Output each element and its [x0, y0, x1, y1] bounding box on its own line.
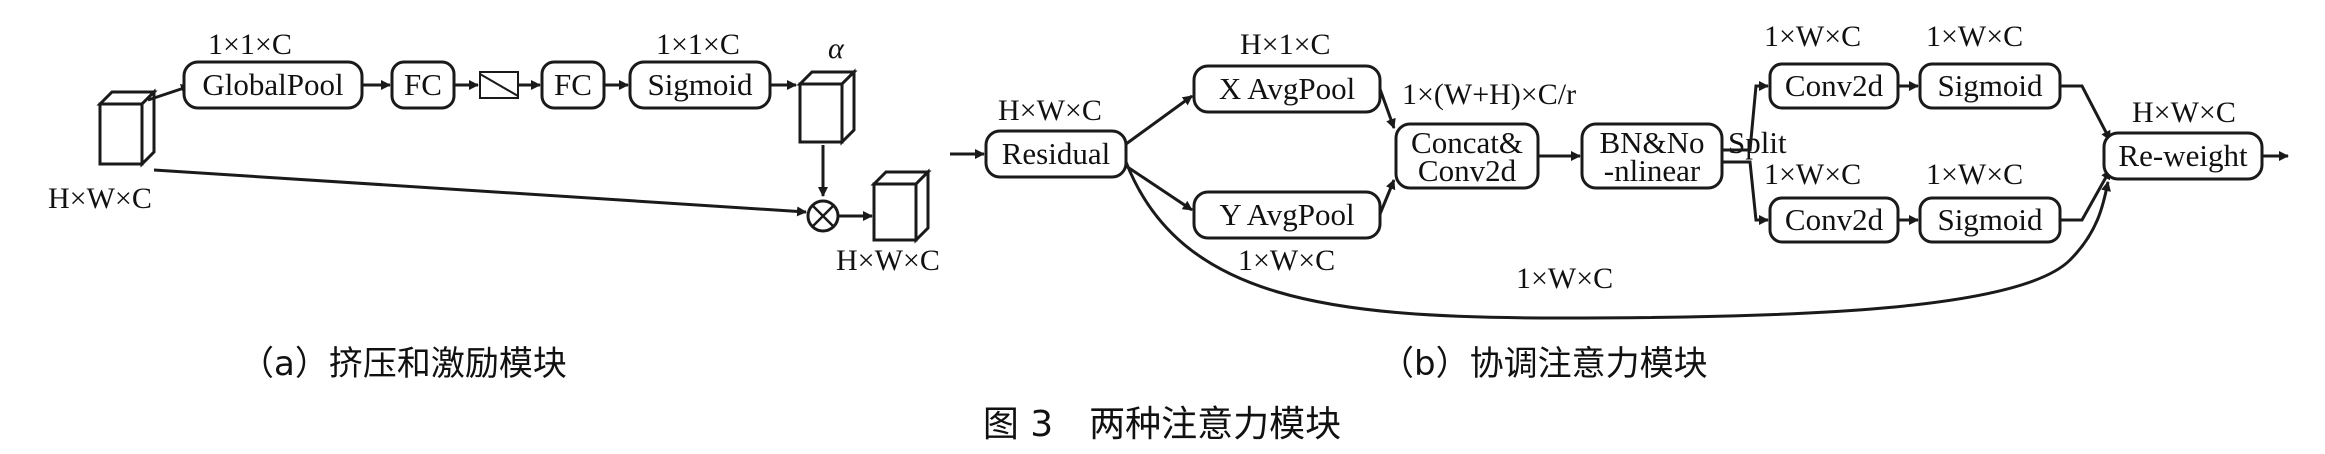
- arrow-y-avgpool-to-concat: [1378, 179, 1396, 215]
- multiply-operator-icon: [806, 199, 840, 233]
- concat-label-line2: Conv2d: [1418, 153, 1517, 188]
- sig-top-label: Sigmoid: [1937, 68, 2043, 103]
- y-avgpool-box: [1192, 190, 1382, 240]
- concat-label-line1: Concat&: [1411, 125, 1523, 160]
- output-dim-label: H×W×C: [836, 244, 940, 277]
- panel-b-caption: （b）协调注意力模块: [1380, 344, 1708, 384]
- concat-dim-label: 1×(W+H)×C/r: [1402, 78, 1576, 111]
- conv-top-dim-label: 1×W×C: [1764, 20, 1861, 53]
- bn-nonlinear-box: [1580, 122, 1724, 190]
- conv-bot-dim-label: 1×W×C: [1764, 158, 1861, 191]
- sig-bot-label: Sigmoid: [1937, 202, 2043, 237]
- residual-label: Residual: [1002, 136, 1111, 171]
- panel-b-ca-module: H×W×C Residual H×1×C X AvgPool Y AvgPool…: [950, 20, 2289, 384]
- skip-dim-label: 1×W×C: [1516, 262, 1613, 295]
- sig-bot-dim-label: 1×W×C: [1926, 158, 2023, 191]
- arrow-sigmoid-bot-to-reweight: [2060, 169, 2112, 222]
- input-dim-label: H×W×C: [48, 182, 152, 215]
- y-avgpool-label: Y AvgPool: [1219, 197, 1354, 232]
- arrow-input-skip-to-multiply: [153, 168, 807, 217]
- x-avgpool-dim-label: H×1×C: [1240, 28, 1331, 61]
- arrow-residual-to-y-avgpool: [1125, 164, 1193, 212]
- globalpool-label: GlobalPool: [202, 67, 343, 102]
- conv-bot-label: Conv2d: [1785, 202, 1884, 237]
- bn-label-line1: BN&No: [1599, 125, 1704, 160]
- conv-top-label: Conv2d: [1785, 68, 1884, 103]
- arrow-split-to-conv-bottom: [1722, 160, 1769, 225]
- arrow-split-to-conv-top: [1722, 81, 1769, 152]
- residual-dim-label: H×W×C: [998, 94, 1102, 127]
- y-avgpool-dim-label: 1×W×C: [1238, 244, 1335, 277]
- split-label: Split: [1728, 125, 1787, 160]
- sig-top-dim-label: 1×W×C: [1926, 20, 2023, 53]
- sigmoid-label: Sigmoid: [647, 67, 753, 102]
- reweight-dim-label: H×W×C: [2132, 96, 2236, 129]
- globalpool-dim-label: 1×1×C: [208, 28, 292, 61]
- x-avgpool-label: X AvgPool: [1219, 71, 1355, 106]
- reweight-label: Re-weight: [2118, 138, 2248, 173]
- bn-label-line2: -nlinear: [1604, 153, 1701, 188]
- fc1-label: FC: [404, 67, 442, 102]
- output-cube: [870, 168, 932, 244]
- arrow-residual-skip-to-reweight: [1124, 161, 2111, 320]
- alpha-label: α: [828, 32, 845, 65]
- panel-a-se-module: H×W×C 1×1×C GlobalPool FC FC 1×1×C Sigmo…: [48, 28, 940, 384]
- panel-a-caption: （a）挤压和激励模块: [240, 344, 567, 384]
- alpha-weight-cube: [796, 68, 858, 146]
- arrow-sigmoid-top-to-reweight: [2060, 84, 2112, 141]
- sigmoid-dim-label: 1×1×C: [656, 28, 740, 61]
- relu-activation-icon: [479, 71, 519, 99]
- arrow-residual-to-x-avgpool: [1125, 94, 1193, 146]
- residual-box: [984, 129, 1128, 179]
- arrow-x-avgpool-to-concat: [1378, 88, 1396, 129]
- input-cube: [96, 88, 158, 168]
- fc2-label: FC: [554, 67, 592, 102]
- figure-caption: 图 3 两种注意力模块: [983, 404, 1341, 445]
